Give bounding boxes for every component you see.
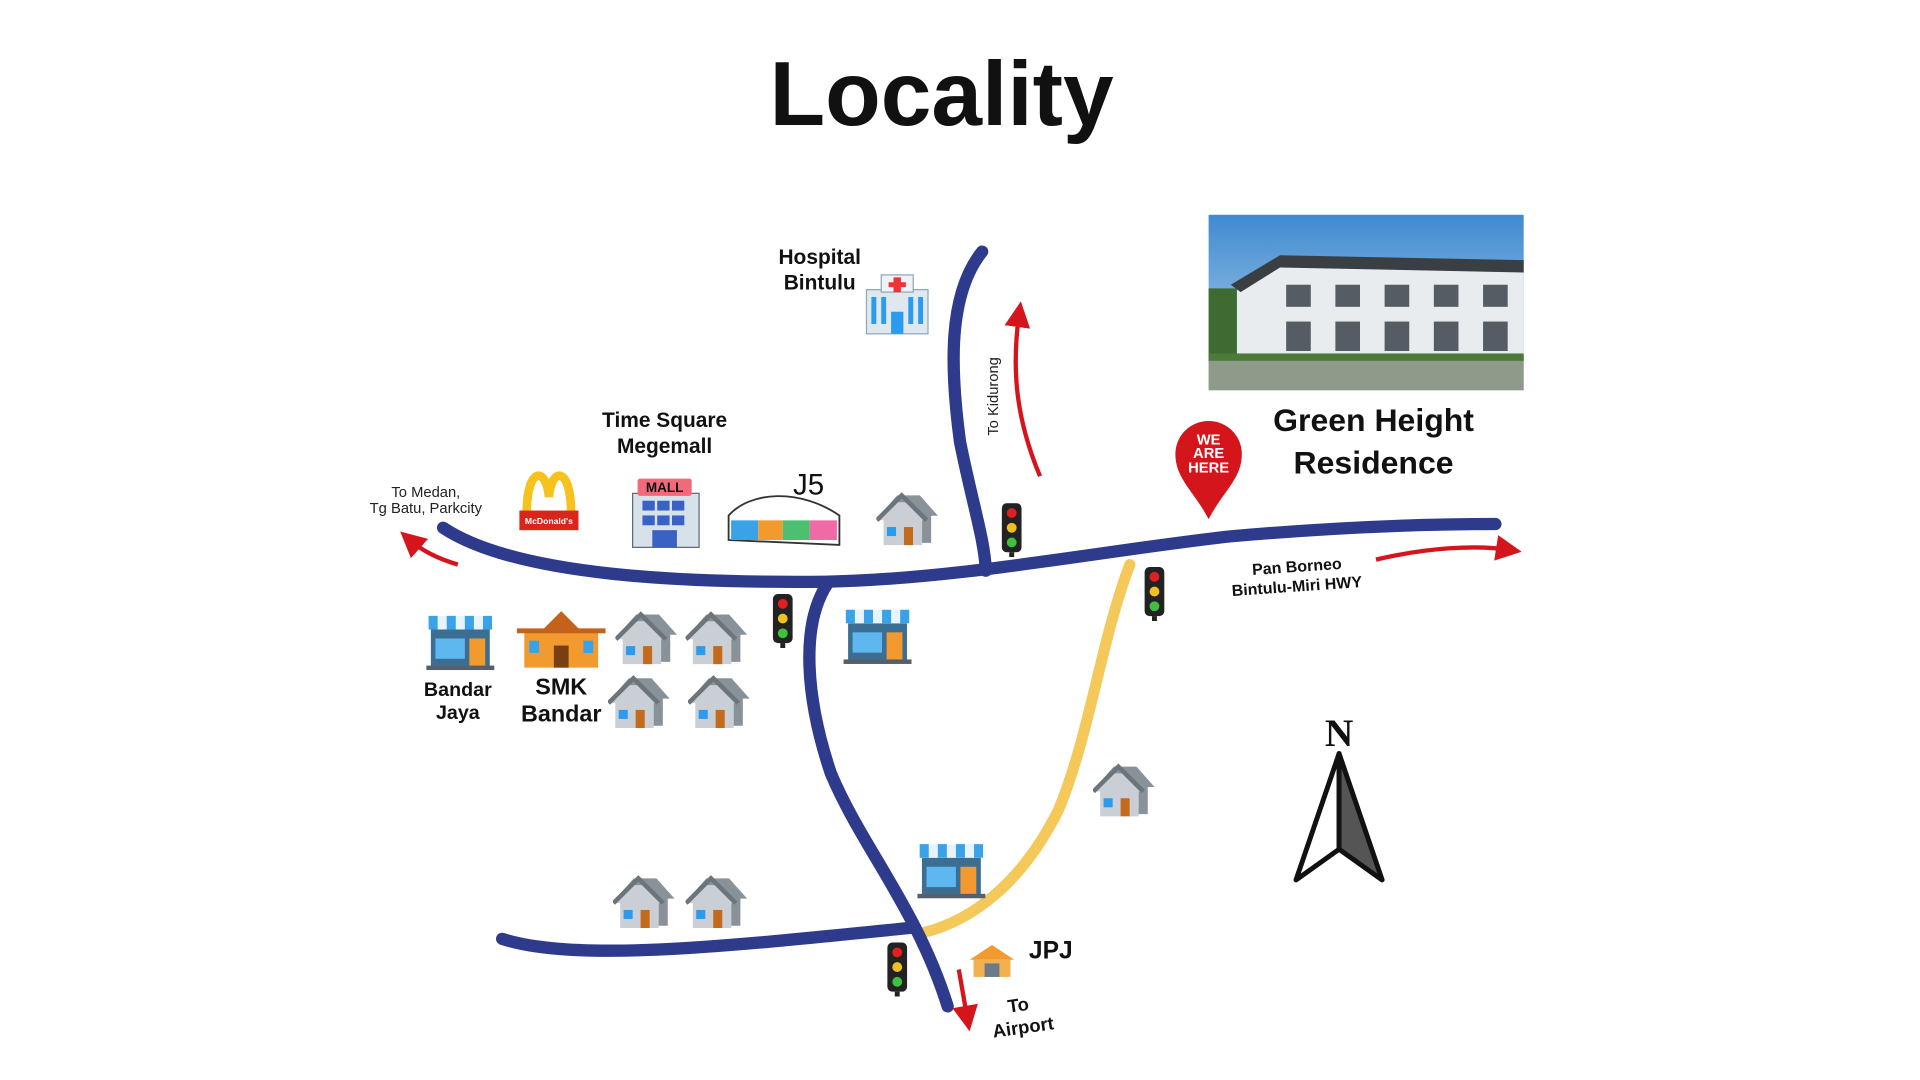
smk-bandar-label-1: SMK [535,674,587,700]
airport-label-1: To [1006,993,1030,1017]
arrow-highway [1375,535,1522,562]
airport-label-2: Airport [991,1012,1055,1041]
shop-icon [843,609,912,664]
svg-text:McDonald's: McDonald's [525,516,573,526]
smk-bandar-label-2: Bandar [521,701,602,727]
property-name-line1: Green Height [1273,402,1474,438]
house-icon [608,678,669,728]
traffic-light-icon [772,594,793,648]
highway-label-2: Bintulu-Miri HWY [1231,574,1363,600]
road-southwest [496,921,917,957]
hospital-label-1: Hospital [778,246,860,269]
property-name-line2: Residence [1294,445,1454,481]
arrow-airport [952,969,978,1032]
traffic-light-icon [887,942,908,997]
road-north [947,245,993,577]
jpj-building-icon [969,945,1015,977]
we-are-here-pin: WE ARE HERE [1175,420,1242,520]
house-icon [686,878,747,928]
page-title: Locality [769,44,1114,145]
house-icon [616,614,677,664]
house-icon [688,678,749,728]
house-icon [613,878,674,928]
traffic-light-icon [1144,567,1165,621]
hospital-icon [865,274,929,335]
arrow-kidurong [1004,301,1042,478]
north-arrow-icon: N [1293,711,1385,883]
main-road-east-west [436,517,1502,588]
arrow-medan [400,531,459,567]
time-square-label-1: Time Square [602,409,727,432]
mall-icon: MALL [632,478,700,548]
svg-text:WE: WE [1197,432,1221,448]
secondary-road [917,559,1136,939]
j5-label: J5 [793,469,824,502]
svg-text:HERE: HERE [1188,461,1229,477]
svg-text:MALL: MALL [646,480,684,495]
bandar-jaya-label-2: Jaya [436,702,481,724]
hospital-label-2: Bintulu [784,272,856,295]
property-photo [1208,214,1524,391]
shop-icon [917,844,986,899]
house-icon [877,495,938,545]
j5-mall-icon [727,495,841,546]
svg-text:N: N [1325,711,1353,755]
traffic-light-icon [1001,503,1022,558]
roads [436,245,1502,1013]
medan-label-1: To Medan, [391,485,460,501]
svg-text:ARE: ARE [1193,446,1224,462]
mcdonalds-logo: McDonald's [519,471,579,531]
kidurong-label: To Kidurong [986,357,1002,436]
jpj-label: JPJ [1029,938,1073,965]
highway-label-1: Pan Borneo [1252,556,1343,579]
bandar-jaya-label-1: Bandar [424,679,492,701]
medan-label-2: Tg Batu, Parkcity [370,501,483,517]
direction-arrows [400,301,1522,1032]
house-icon [686,614,747,664]
house-icon [1093,767,1154,817]
time-square-label-2: Megemall [617,435,712,458]
shop-icon [426,615,495,671]
school-icon [516,611,606,668]
